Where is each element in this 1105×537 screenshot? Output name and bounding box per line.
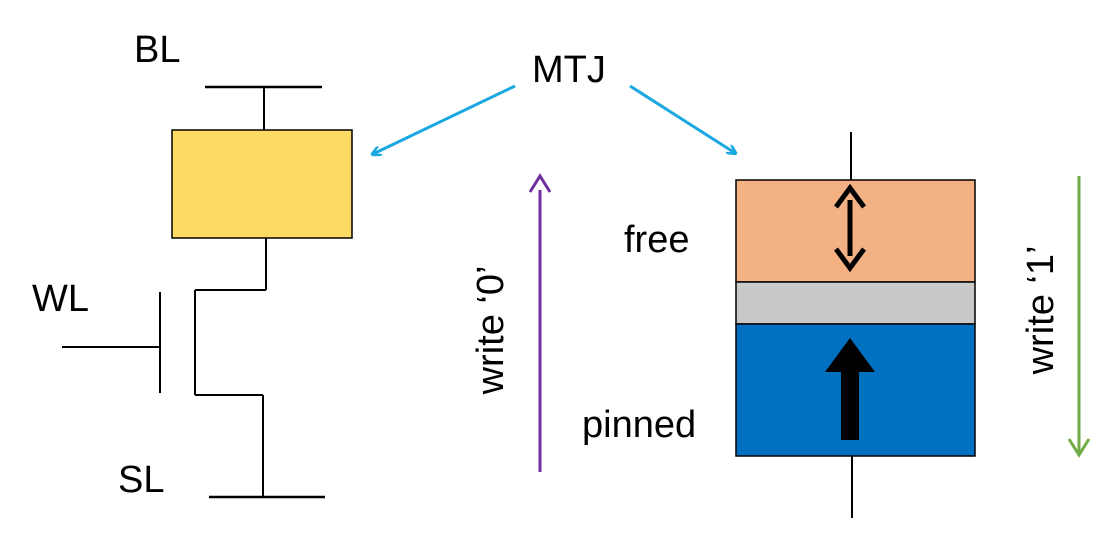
mtj-label: MTJ (532, 49, 606, 91)
write0-label: write ‘0’ (470, 266, 512, 396)
mtj-callout-arrow-left (373, 84, 516, 154)
pinned-label: pinned (582, 404, 696, 446)
pinned-magnetization-arrow (825, 338, 875, 440)
wl-label: WL (32, 278, 89, 320)
write1-label: write ‘1’ (1020, 246, 1062, 376)
mtj-callout-arrow-right (629, 84, 735, 153)
barrier-layer (735, 281, 976, 325)
bit-line (205, 85, 322, 130)
access-transistor (62, 238, 267, 497)
mtj-box (171, 129, 353, 239)
free-label: free (624, 219, 689, 261)
write1-arrow (1067, 176, 1091, 458)
free-magnetization-arrow (833, 183, 867, 273)
bl-label: BL (134, 29, 180, 71)
sl-label: SL (118, 459, 164, 501)
write0-arrow (528, 173, 552, 472)
